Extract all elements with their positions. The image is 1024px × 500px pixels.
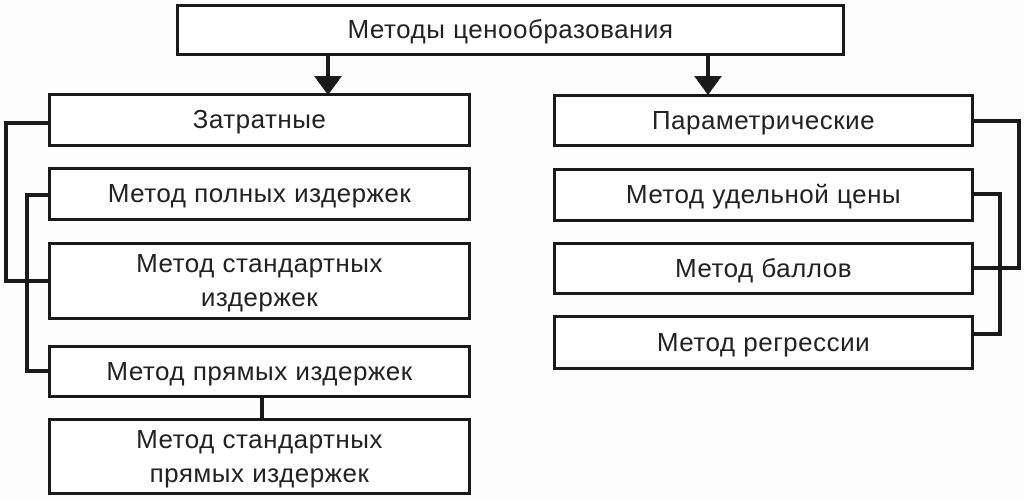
node-points-method: Метод баллов [553,242,974,295]
node-standard-cost-method: Метод стандартных издержек [48,242,471,320]
right-bracket-connector [972,119,1021,336]
node-full-cost-method: Метод полных издержек [48,167,471,221]
left-bracket-connector [4,121,48,373]
arrow-down-left [314,56,342,95]
node-parametric: Параметрические [553,94,974,147]
node-regression-method: Метод регрессии [553,315,974,370]
node-standard-direct-cost-method: Метод стандартных прямых издержек [48,418,471,495]
node-cost-based: Затратные [48,93,471,147]
arrow-down-right [694,56,722,95]
node-pricing-methods: Методы ценообразования [176,4,845,56]
node-direct-cost-method: Метод прямых издержек [48,345,471,398]
node-unit-price-method: Метод удельной цены [553,168,974,222]
